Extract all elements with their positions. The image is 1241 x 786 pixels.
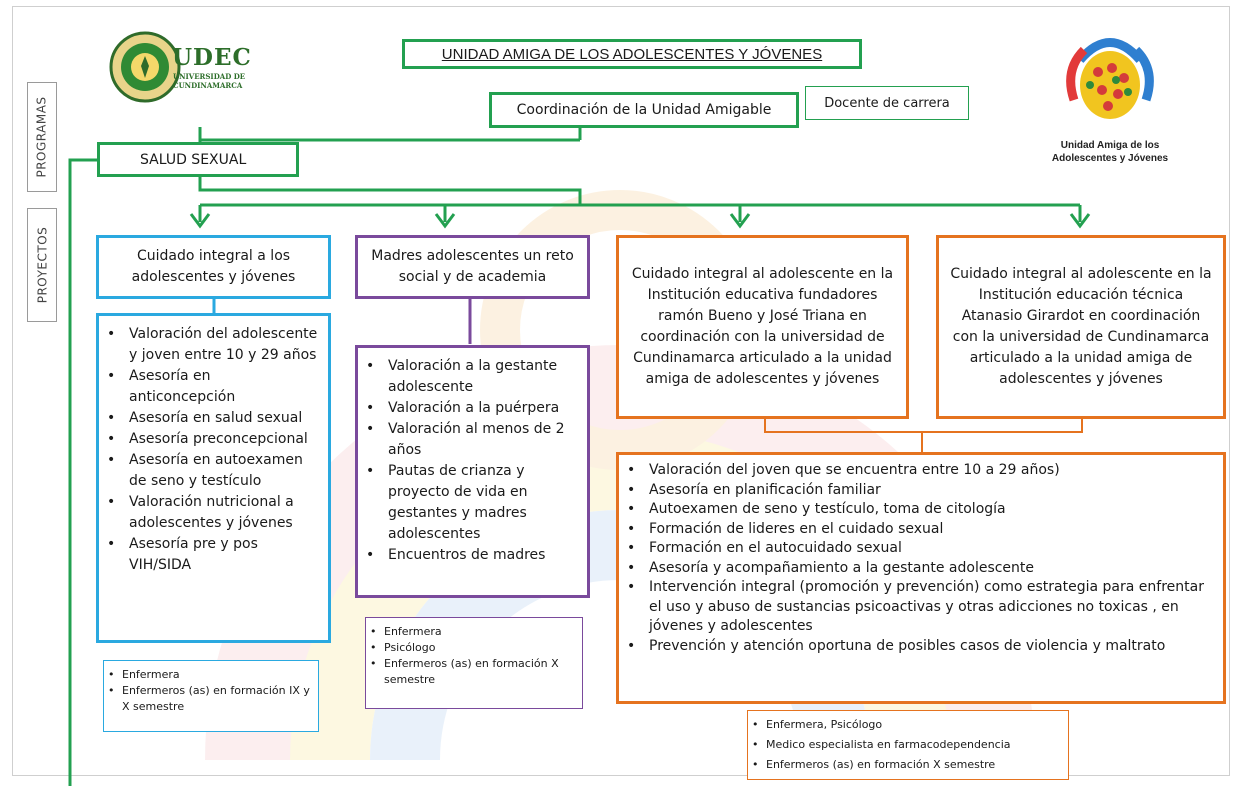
staff-item: Enfermera, Psicólogo: [748, 715, 1062, 735]
side-label-programas: PROGRAMAS: [27, 82, 57, 192]
activity-item: Valoración a la puérpera: [358, 398, 579, 419]
diagram-title-text: UNIDAD AMIGA DE LOS ADOLESCENTES Y JÓVEN…: [441, 45, 823, 63]
project-1-activities-box: Valoración del adolescente y joven entre…: [96, 313, 331, 643]
activity-item: Formación en el autocuidado sexual: [619, 539, 1215, 559]
diagram-title: UNIDAD AMIGA DE LOS ADOLESCENTES Y JÓVEN…: [402, 39, 862, 69]
staff-item: Enfermeros (as) en formación IX y X seme…: [104, 683, 312, 715]
activity-item: Valoración del adolescente y joven entre…: [99, 324, 320, 366]
project-1-staff-box: EnfermeraEnfermeros (as) en formación IX…: [103, 660, 319, 732]
udec-logo-name: UDEC: [172, 44, 252, 71]
shared-activities: Valoración del joven que se encuentra en…: [619, 461, 1215, 656]
unidad-amiga-logo-line1: Unidad Amiga de los: [1060, 140, 1160, 151]
project-2-title: Madres adolescentes un reto social y de …: [371, 248, 574, 285]
project-1-title-box: Cuidado integral a los adolescentes y jó…: [96, 235, 331, 299]
activity-item: Asesoría preconcepcional: [99, 429, 320, 450]
project-2-activities: Valoración a la gestante adolescenteValo…: [358, 356, 579, 566]
docente-label: Docente de carrera: [824, 95, 950, 111]
project-2-staff-box: EnfermeraPsicólogoEnfermeros (as) en for…: [365, 617, 583, 709]
activity-item: Autoexamen de seno y testículo, toma de …: [619, 500, 1215, 520]
activity-item: Asesoría en autoexamen de seno y testícu…: [99, 450, 320, 492]
project-3-title-box: Cuidado integral al adolescente en la In…: [616, 235, 909, 419]
shared-staff-box: Enfermera, PsicólogoMedico especialista …: [747, 710, 1069, 780]
activity-item: Asesoría en planificación familiar: [619, 481, 1215, 501]
project-1-activities: Valoración del adolescente y joven entre…: [99, 324, 320, 576]
activity-item: Valoración nutricional a adolescentes y …: [99, 492, 320, 534]
coordination-box: Coordinación de la Unidad Amigable: [489, 92, 799, 128]
project-1-title: Cuidado integral a los adolescentes y jó…: [131, 248, 296, 285]
activity-item: Asesoría pre y pos VIH/SIDA: [99, 534, 320, 576]
udec-logo-sub1: UNIVERSIDAD DE: [173, 72, 246, 81]
docente-box: Docente de carrera: [805, 86, 969, 120]
project-2-staff: EnfermeraPsicólogoEnfermeros (as) en for…: [366, 624, 576, 688]
unidad-amiga-emblem-icon: [1066, 38, 1154, 119]
project-4-title: Cuidado integral al adolescente en la In…: [950, 266, 1212, 387]
udec-logo-sub2: CUNDINAMARCA: [173, 81, 243, 90]
activity-item: Intervención integral (promoción y preve…: [619, 578, 1215, 637]
project-3-title: Cuidado integral al adolescente en la In…: [631, 266, 894, 387]
staff-item: Enfermera: [104, 667, 312, 683]
activity-item: Asesoría y acompañamiento a la gestante …: [619, 559, 1215, 579]
project-2-activities-box: Valoración a la gestante adolescenteValo…: [355, 345, 590, 598]
staff-item: Enfermeros (as) en formación X semestre: [748, 755, 1062, 775]
staff-item: Psicólogo: [366, 640, 576, 656]
unidad-amiga-logo-line2: Adolescentes y Jóvenes: [1051, 153, 1169, 164]
side-label-programas-text: PROGRAMAS: [35, 96, 49, 178]
activity-item: Encuentros de madres: [358, 545, 579, 566]
project-1-staff: EnfermeraEnfermeros (as) en formación IX…: [104, 667, 312, 715]
activity-item: Valoración al menos de 2 años: [358, 419, 579, 461]
activity-item: Prevención y atención oportuna de posibl…: [619, 637, 1215, 657]
program-salud-sexual: SALUD SEXUAL: [97, 142, 299, 177]
activity-item: Pautas de crianza y proyecto de vida en …: [358, 461, 579, 545]
program-label: SALUD SEXUAL: [140, 151, 247, 168]
shared-activities-box: Valoración del joven que se encuentra en…: [616, 452, 1226, 704]
staff-item: Enfermeros (as) en formación X semestre: [366, 656, 576, 688]
udec-seal-icon: [109, 31, 181, 103]
side-label-proyectos: PROYECTOS: [27, 208, 57, 322]
shared-staff: Enfermera, PsicólogoMedico especialista …: [748, 715, 1062, 775]
activity-item: Formación de lideres en el cuidado sexua…: [619, 520, 1215, 540]
activity-item: Valoración a la gestante adolescente: [358, 356, 579, 398]
activity-item: Valoración del joven que se encuentra en…: [619, 461, 1215, 481]
coordination-label: Coordinación de la Unidad Amigable: [516, 102, 772, 118]
project-4-title-box: Cuidado integral al adolescente en la In…: [936, 235, 1226, 419]
diagram-frame: [12, 6, 1230, 776]
staff-item: Enfermera: [366, 624, 576, 640]
activity-item: Asesoría en anticoncepción: [99, 366, 320, 408]
side-label-proyectos-text: PROYECTOS: [35, 226, 50, 304]
project-2-title-box: Madres adolescentes un reto social y de …: [355, 235, 590, 299]
unidad-amiga-logo: Unidad Amiga de los Adolescentes y Jóven…: [1030, 30, 1190, 180]
udec-logo: UDEC UNIVERSIDAD DE CUNDINAMARCA: [108, 28, 268, 106]
activity-item: Asesoría en salud sexual: [99, 408, 320, 429]
staff-item: Medico especialista en farmacodependenci…: [748, 735, 1062, 755]
